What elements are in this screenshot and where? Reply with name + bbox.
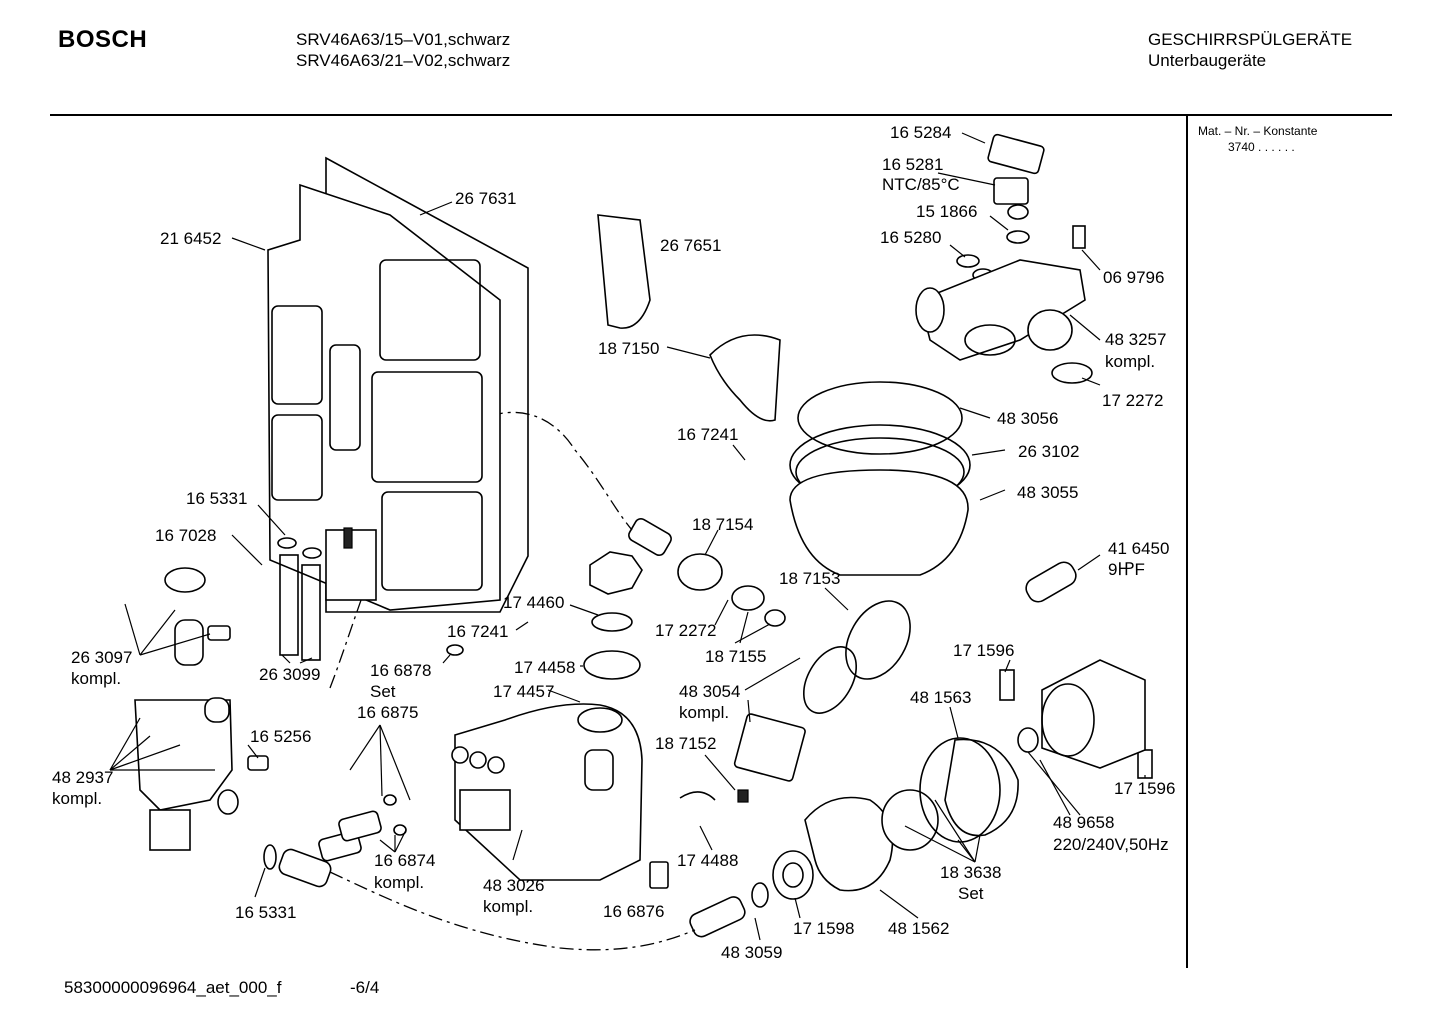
label-171596-lower: 17 1596 [1114,779,1175,798]
solenoid-valves [318,644,464,862]
label-216452: 21 6452 [160,229,221,248]
label-267651: 26 7651 [660,236,721,255]
label-267631: 26 7631 [455,189,516,208]
label-483056: 48 3056 [997,409,1058,428]
label-187153: 18 7153 [779,569,840,588]
label-263102: 26 3102 [1018,442,1079,461]
rinse-aid-container [597,214,781,422]
valve-assembly [134,567,269,851]
label-187152: 18 7152 [655,734,716,753]
label-165331-upper: 16 5331 [186,489,247,508]
label-483059: 48 3059 [721,943,782,962]
label-165284: 16 5284 [890,123,951,142]
label-174457: 17 4457 [493,682,554,701]
drain-hose-parts [263,844,769,938]
material-title: Mat. – Nr. – Konstante [1198,124,1318,138]
hose-fittings [277,518,786,661]
label-165331-lower: 16 5331 [235,903,296,922]
label-167028: 16 7028 [155,526,216,545]
label-166875: 16 6875 [357,703,418,722]
heater-sensor-parts [915,133,1093,384]
page-number: -6/4 [350,978,380,997]
label-069796: 06 9796 [1103,268,1164,287]
label-481563: 48 1563 [910,688,971,707]
brand-logo: BOSCH [58,26,148,53]
side-divider [1186,116,1188,968]
model-line-1: SRV46A63/15–V01,schwarz [296,30,511,49]
label-171598: 17 1598 [793,919,854,938]
label-166876: 16 6876 [603,902,664,921]
label-174460: 17 4460 [503,593,564,612]
label-165256: 16 5256 [250,727,311,746]
label-187155: 18 7155 [705,647,766,666]
label-483055: 48 3055 [1017,483,1078,502]
spray-arm-parts [583,551,643,680]
label-167241-lower: 16 7241 [447,622,508,641]
label-187154: 18 7154 [692,515,753,534]
material-value: 3740 . . . . . . [1228,140,1295,154]
label-151866: 15 1866 [916,202,977,221]
label-167241-upper: 16 7241 [677,425,738,444]
label-263099: 26 3099 [259,665,320,684]
category-line-2: Unterbaugeräte [1148,51,1267,70]
label-481562: 48 1562 [888,919,949,938]
rear-panel-part [267,156,529,613]
label-172272-top: 17 2272 [1102,391,1163,410]
label-172272-mid: 17 2272 [655,621,716,640]
drain-pump-parts [679,561,1153,900]
sump-assembly [789,381,971,714]
label-174458: 17 4458 [514,658,575,677]
label-165280: 16 5280 [880,228,941,247]
label-171596-upper: 17 1596 [953,641,1014,660]
document-id: 58300000096964_aet_000_f [64,978,282,997]
category-line-1: GESCHIRRSPÜLGERÄTE [1148,30,1353,49]
label-187150: 18 7150 [598,339,659,358]
model-line-2: SRV46A63/21–V02,schwarz [296,51,511,70]
water-softener-unit [451,703,643,881]
hose-path-lower [329,871,696,951]
label-174488: 17 4488 [677,851,738,870]
leader-lines [109,132,1146,941]
header-divider [50,114,1392,116]
